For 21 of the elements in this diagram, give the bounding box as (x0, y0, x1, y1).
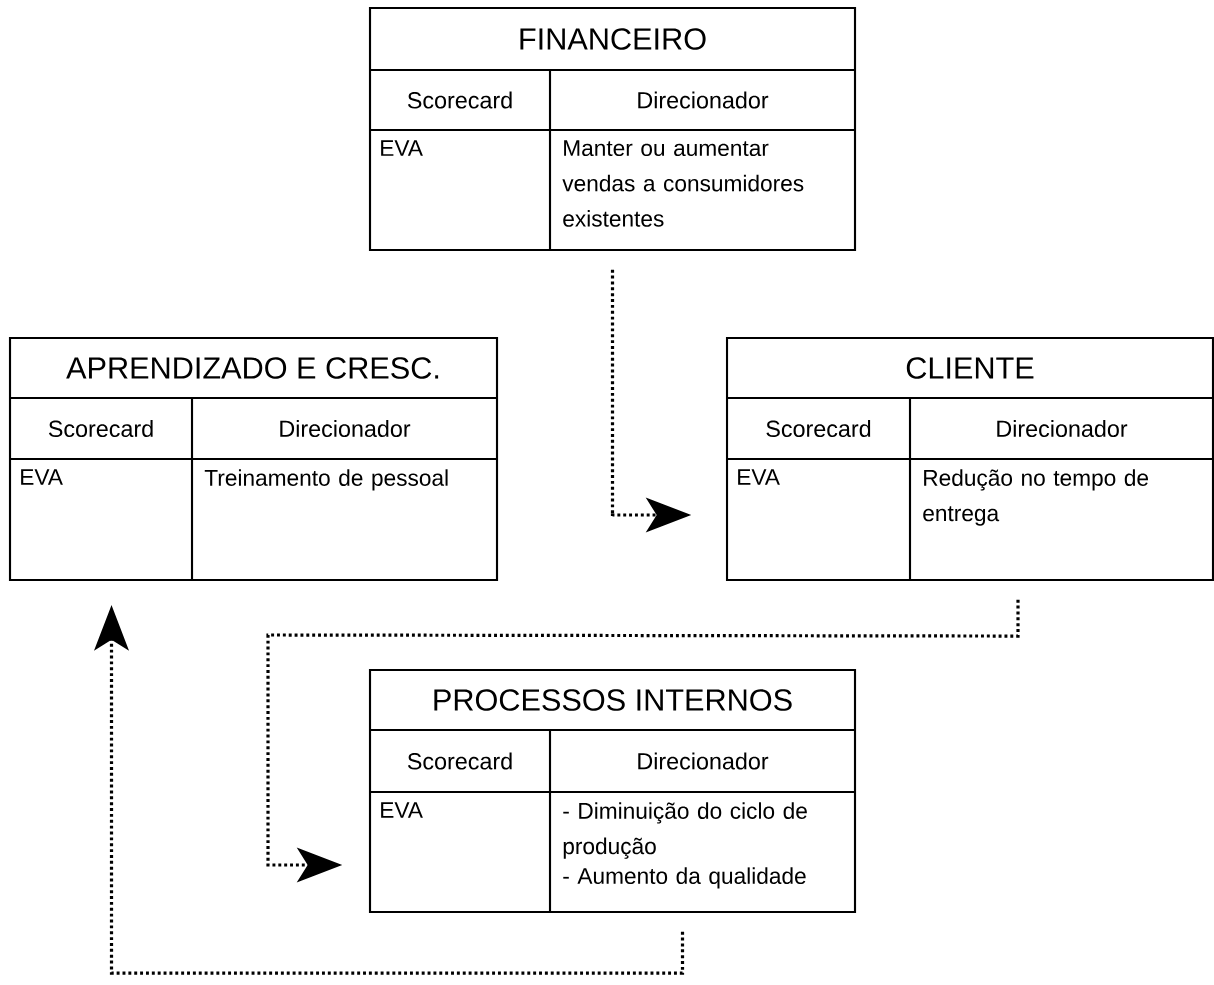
cell-text: EVA (21, 469, 63, 485)
column-header: Scorecard (407, 752, 512, 770)
table-heading: CLIENTE (906, 357, 1034, 379)
cell-text: Manter ou aumentar vendas a consumidores existentes (562, 140, 804, 227)
column-header: Direcionador (997, 419, 1128, 438)
cell-text: Redução no tempo de entrega (923, 469, 1149, 526)
cell-text: EVA (381, 140, 423, 156)
column-header: Scorecard (407, 91, 512, 109)
table-heading: FINANCEIRO (520, 28, 706, 50)
column-header: Direcionador (638, 752, 769, 770)
column-header: Direcionador (638, 91, 769, 109)
column-header: Scorecard (48, 419, 153, 438)
cell-text: EVA (738, 469, 780, 485)
cell-text: Treinamento de pessoal (204, 469, 448, 491)
cell-text: - Diminuição do ciclo de produção (563, 802, 807, 859)
cell-text: - Aumento da qualidade (563, 867, 806, 889)
cell-text: EVA (381, 802, 423, 818)
column-header: Direcionador (280, 419, 411, 438)
table-heading: APRENDIZADO E CRESC. (66, 357, 439, 379)
column-header: Scorecard (766, 419, 871, 438)
table-heading: PROCESSOS INTERNOS (434, 689, 792, 711)
